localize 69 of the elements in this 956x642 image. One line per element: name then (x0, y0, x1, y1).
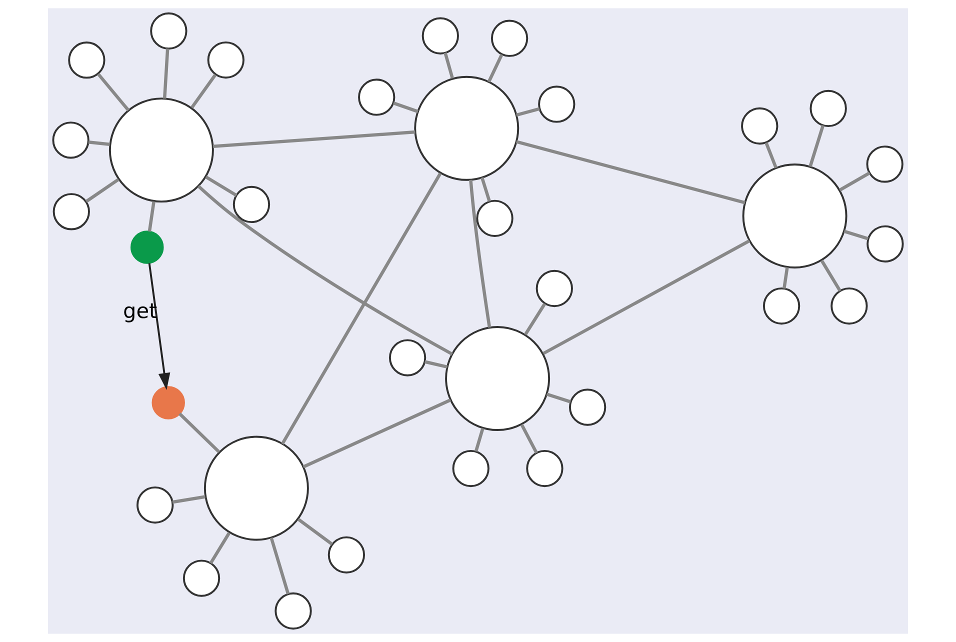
node-circle (274, 592, 312, 630)
node-circle (830, 287, 868, 325)
node-circle (810, 90, 847, 128)
node-circle (152, 386, 185, 420)
node-circle (445, 326, 550, 432)
connector (297, 518, 333, 546)
node-circle (536, 270, 573, 308)
connector (764, 142, 778, 168)
connector (844, 230, 869, 240)
connector (88, 140, 110, 146)
node-circle (52, 122, 90, 159)
node-circle (182, 560, 220, 597)
connector (424, 360, 448, 369)
node-circle (52, 193, 90, 230)
node-circle (762, 287, 800, 325)
node-circle (490, 20, 528, 57)
node-circle (358, 78, 396, 116)
node-circle (232, 186, 270, 224)
arrow (148, 263, 170, 390)
node-circle (388, 339, 426, 376)
connector (480, 177, 492, 202)
connector (96, 72, 130, 112)
connector (542, 239, 750, 355)
connector (162, 48, 170, 99)
node-circle (538, 86, 576, 123)
connector (520, 424, 538, 454)
connector (392, 102, 418, 114)
connector (270, 537, 290, 594)
node-circle (150, 12, 188, 50)
node-circle (422, 17, 459, 54)
node-circle (136, 486, 174, 524)
node-circle (130, 230, 164, 264)
connector (839, 172, 870, 192)
connector (302, 398, 452, 468)
connector (190, 74, 217, 109)
node-circle (866, 146, 904, 183)
connector (197, 184, 453, 356)
connector (782, 267, 789, 289)
node-circle (68, 42, 106, 79)
connector (516, 140, 746, 204)
node-circle (414, 76, 520, 181)
connector (172, 495, 206, 504)
node-circle (742, 164, 848, 268)
node-circle (108, 98, 214, 203)
connector (209, 532, 231, 564)
node-circle (526, 450, 564, 488)
connector (808, 124, 825, 168)
connector (469, 180, 492, 328)
node-circle (207, 41, 244, 79)
connector (487, 54, 504, 82)
connector (281, 172, 442, 445)
connector (212, 130, 416, 148)
node-circle (476, 200, 514, 237)
node-circle (568, 388, 606, 426)
connector (85, 178, 120, 203)
node-circle (741, 107, 778, 145)
connector (524, 302, 546, 336)
connector (474, 428, 484, 452)
connector (820, 260, 842, 292)
node-circle (328, 536, 366, 574)
connector (178, 412, 220, 454)
connector (205, 176, 238, 197)
connector (148, 201, 156, 232)
node-circle (204, 436, 309, 541)
connector (444, 52, 454, 79)
node-circle (452, 450, 490, 488)
connector (546, 392, 572, 404)
node-circle (866, 225, 904, 262)
connector (516, 107, 540, 117)
